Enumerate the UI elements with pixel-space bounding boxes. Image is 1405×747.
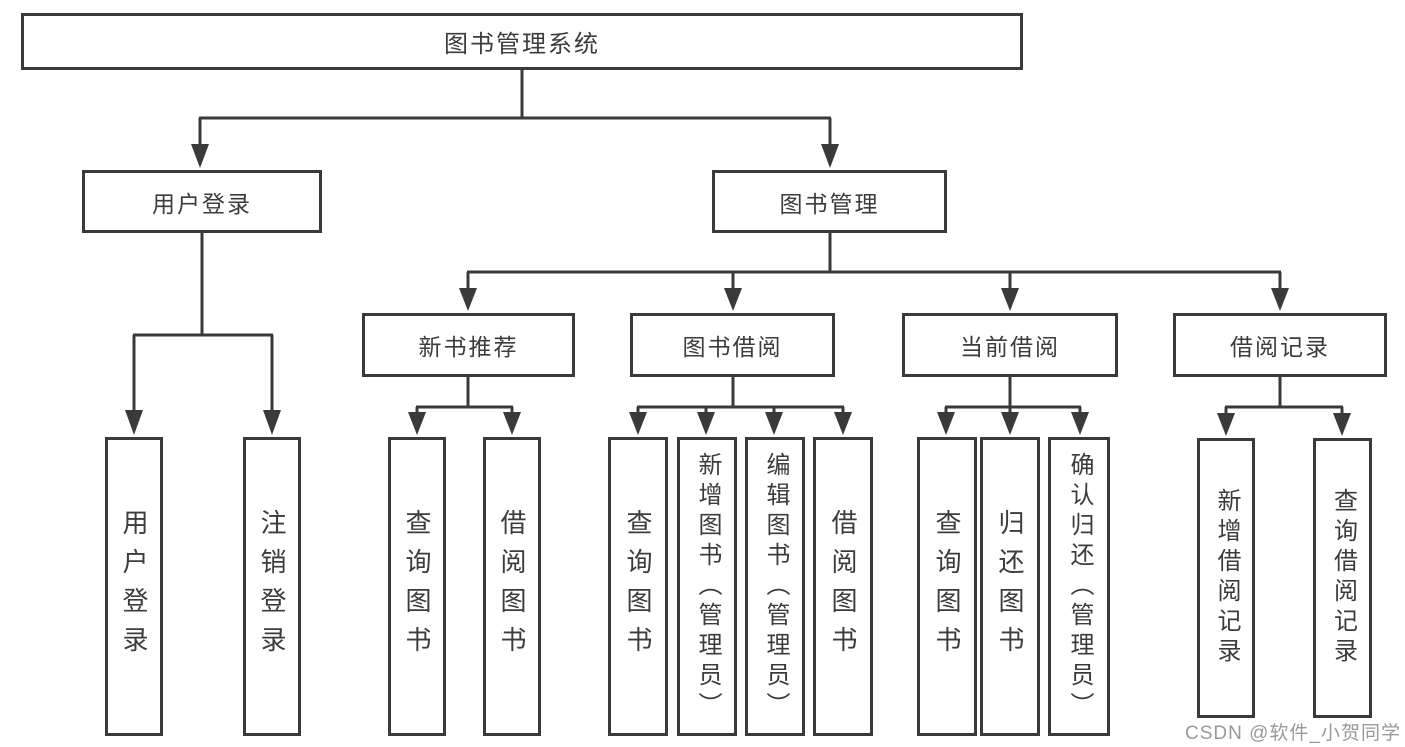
node-book-mgmt-label: 图书管理 xyxy=(779,190,880,217)
leaf-records-query: 查询借阅记录 xyxy=(1313,438,1372,718)
connector-user-login-split xyxy=(132,233,274,414)
leaf-logout: 注销登录 xyxy=(243,437,301,736)
node-current-borrow-label: 当前借阅 xyxy=(960,334,1060,360)
leaf-book-borrow-query: 查询图书 xyxy=(608,437,668,736)
node-book-mgmt: 图书管理 xyxy=(712,170,947,233)
leaf-current-borrow-return: 归还图书 xyxy=(980,437,1040,736)
leaf-current-borrow-return-label: 归还图书 xyxy=(995,508,1025,665)
node-user-login-label: 用户登录 xyxy=(152,190,252,217)
leaf-records-add-label: 新增借阅记录 xyxy=(1213,488,1240,668)
leaf-current-borrow-confirm: 确认归还（管理员） xyxy=(1048,437,1110,736)
leaf-book-borrow-borrow: 借阅图书 xyxy=(813,437,873,736)
leaf-user-login: 用户登录 xyxy=(105,437,163,736)
node-book-borrow-label: 图书借阅 xyxy=(682,334,783,360)
node-root-label: 图书管理系统 xyxy=(444,31,600,58)
leaf-new-books-query-label: 查询图书 xyxy=(402,508,432,665)
leaf-logout-label: 注销登录 xyxy=(257,508,287,665)
leaf-new-books-borrow: 借阅图书 xyxy=(483,437,541,736)
connector-current-borrow-split xyxy=(944,377,1082,416)
leaf-book-borrow-edit: 编辑图书（管理员） xyxy=(745,437,805,736)
connector-book-borrow-split xyxy=(636,377,845,416)
leaf-current-borrow-query-label: 查询图书 xyxy=(932,508,962,665)
node-root: 图书管理系统 xyxy=(21,13,1023,70)
leaf-book-borrow-add-label: 新增图书（管理员） xyxy=(694,451,721,722)
leaf-current-borrow-query: 查询图书 xyxy=(917,437,977,736)
node-new-books-label: 新书推荐 xyxy=(418,334,519,360)
node-borrow-records: 借阅记录 xyxy=(1173,313,1387,377)
node-book-borrow: 图书借阅 xyxy=(630,313,835,377)
node-new-books: 新书推荐 xyxy=(362,313,575,377)
csdn-watermark: CSDN @软件_小贺同学 xyxy=(1185,723,1401,744)
node-borrow-records-label: 借阅记录 xyxy=(1230,334,1330,360)
leaf-user-login-label: 用户登录 xyxy=(119,508,149,665)
leaf-book-borrow-edit-label: 编辑图书（管理员） xyxy=(762,451,789,722)
leaf-book-borrow-query-label: 查询图书 xyxy=(623,508,653,665)
connector-new-books-split xyxy=(415,377,514,416)
node-current-borrow: 当前借阅 xyxy=(902,313,1118,377)
connector-borrow-records-split xyxy=(1224,377,1344,417)
leaf-current-borrow-confirm-label: 确认归还（管理员） xyxy=(1066,451,1093,722)
node-user-login: 用户登录 xyxy=(82,170,322,233)
leaf-book-borrow-borrow-label: 借阅图书 xyxy=(828,508,858,665)
leaf-new-books-borrow-label: 借阅图书 xyxy=(497,508,527,665)
leaf-book-borrow-add: 新增图书（管理员） xyxy=(677,437,737,736)
leaf-records-query-label: 查询借阅记录 xyxy=(1329,488,1357,668)
leaf-new-books-query: 查询图书 xyxy=(388,437,446,736)
connector-root-to-level2 xyxy=(198,68,832,148)
leaf-records-add: 新增借阅记录 xyxy=(1197,438,1255,718)
connector-book-mgmt-split xyxy=(466,233,1282,292)
arrowheads xyxy=(125,144,1351,436)
